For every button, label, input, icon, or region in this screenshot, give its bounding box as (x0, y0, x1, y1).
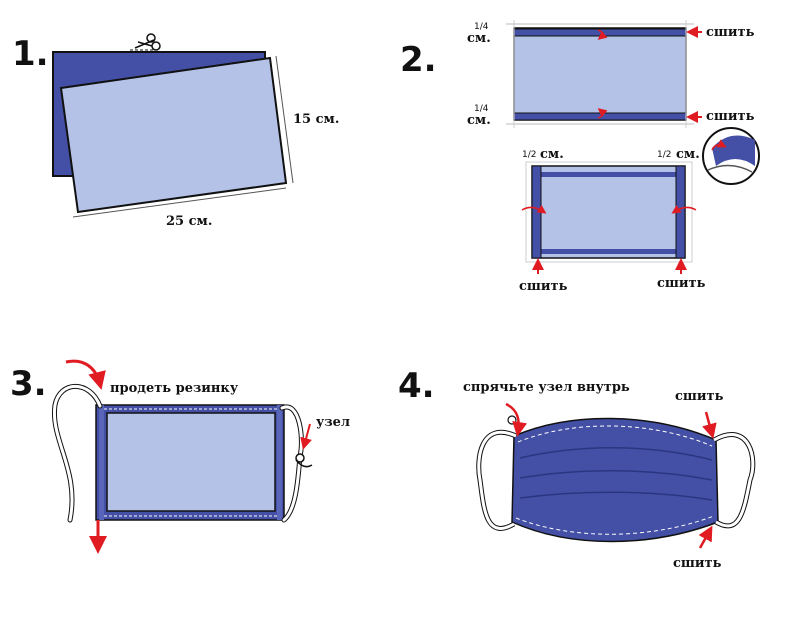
step4-pleats (519, 447, 713, 501)
step-number-3: 3. (10, 364, 47, 404)
step-number-1: 1. (12, 34, 49, 74)
elastic-cord-inner (52, 384, 102, 522)
fold-unit-bottom: см. (467, 113, 491, 128)
step-number-4: 4. (398, 366, 435, 406)
sew-label-bottom-left: сшить (519, 279, 568, 294)
ear-loop-left-inner (477, 431, 517, 530)
knot-icon (295, 453, 313, 468)
ear-loop-right (712, 432, 756, 529)
step1-dimension-lines (72, 55, 294, 218)
width-label: 25 см. (166, 214, 213, 229)
fold-fraction-top: 1/4 (474, 22, 489, 32)
step2-bottom-sew-arrows (532, 258, 687, 274)
knot-label: узел (316, 415, 351, 430)
step3-stitches (104, 408, 278, 517)
step2-side-fold-arrows (521, 204, 697, 214)
step-number-2: 2. (400, 40, 437, 80)
scissors-icon (130, 33, 161, 51)
side-unit-right: см. (676, 147, 700, 162)
ear-loop-right-inner (713, 433, 755, 528)
step3-arrows (65, 359, 312, 554)
step2-bottom-fabric (525, 161, 693, 263)
sew-label-step4-bottom: сшить (673, 556, 722, 571)
height-label: 15 см. (293, 112, 340, 127)
sew-label-top-2: сшить (706, 109, 755, 124)
sew-label-bottom-right: сшить (657, 276, 706, 291)
elastic-cord (51, 383, 103, 523)
step1-fabric-light (59, 56, 288, 214)
fold-unit-top: см. (467, 31, 491, 46)
thread-elastic-label: продеть резинку (110, 381, 239, 396)
hide-knot-label: спрячьте узел внутрь (463, 380, 630, 395)
sew-label-top: сшить (706, 25, 755, 40)
fold-fraction-bottom: 1/4 (474, 104, 489, 114)
step2-top-fabric (506, 20, 694, 128)
step2-top-fold-arrows (597, 29, 608, 119)
step2-top-sew-arrows (686, 26, 702, 123)
step4-knot-icon (507, 415, 517, 425)
step3-fabric (95, 404, 285, 521)
side-fraction-right: 1/2 (657, 150, 672, 160)
step4-stitches (515, 425, 715, 535)
side-fraction-left: 1/2 (522, 150, 537, 160)
sew-label-step4-top: сшить (675, 389, 724, 404)
step4-arrows (505, 402, 717, 549)
ear-loop-left (476, 430, 518, 531)
side-unit-left: см. (540, 147, 564, 162)
magnifier-detail-icon (702, 127, 760, 185)
